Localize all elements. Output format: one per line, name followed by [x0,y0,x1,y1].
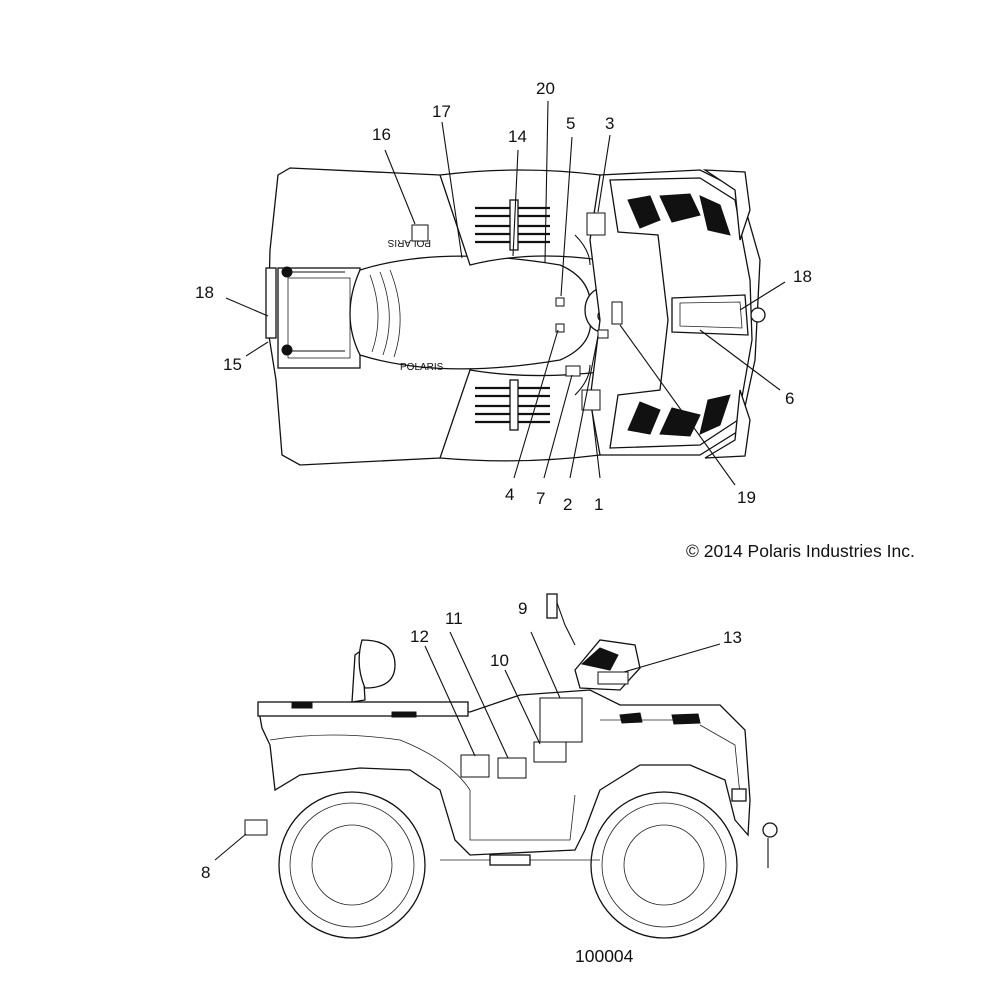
callout-2: 2 [563,495,572,514]
rear-rack-side [257,701,469,717]
front-wheel [590,791,738,939]
callout-17: 17 [432,102,451,121]
polaris-logo-bottom: POLARIS [400,362,444,373]
decal-5 [555,297,565,307]
decal-16 [411,224,429,242]
rear-wheel [278,791,426,939]
decal-13 [597,671,629,685]
callout-8: 8 [201,863,210,882]
decal-10 [533,741,567,763]
callout-labels: 18 15 16 17 14 20 5 3 18 6 19 1 2 7 4 9 … [195,79,812,882]
leader-lines [214,100,786,861]
callout-18-front: 18 [793,267,812,286]
atv-side-view [244,593,778,939]
callout-1: 1 [594,495,603,514]
callout-10: 10 [490,651,509,670]
footrest-top [475,199,550,251]
seat [349,255,592,370]
atv-top-view: POLARIS POLARIS [265,167,766,466]
polaris-logo-top: POLARIS [387,237,431,248]
rear-reflector [265,267,277,339]
callout-11: 11 [445,609,463,628]
decal-4 [555,323,565,333]
callout-15: 15 [223,355,242,374]
callout-19: 19 [737,488,756,507]
decal-12 [460,754,490,778]
callout-3: 3 [605,114,614,133]
callout-14: 14 [508,127,527,146]
decal-3 [586,212,606,236]
decal-9 [539,697,583,743]
decal-11 [497,757,527,779]
decal-2 [597,329,609,339]
callout-7: 7 [536,489,545,508]
callout-9: 9 [518,599,527,618]
callout-4: 4 [505,485,514,504]
part-number: 100004 [575,946,634,966]
footrest-bottom [475,379,550,431]
decal-19 [611,301,623,325]
callout-16: 16 [372,125,391,144]
callout-18-rear: 18 [195,283,214,302]
callout-12: 12 [410,627,429,646]
decal-7 [565,365,581,377]
callout-20: 20 [536,79,555,98]
callout-13: 13 [723,628,742,647]
copyright-notice: © 2014 Polaris Industries Inc. [686,541,915,561]
tow-hitch-top [750,307,766,323]
decal-8 [244,819,268,836]
decal-1 [581,389,601,411]
callout-6: 6 [785,389,794,408]
callout-5: 5 [566,114,575,133]
tow-hitch-side [762,822,778,838]
